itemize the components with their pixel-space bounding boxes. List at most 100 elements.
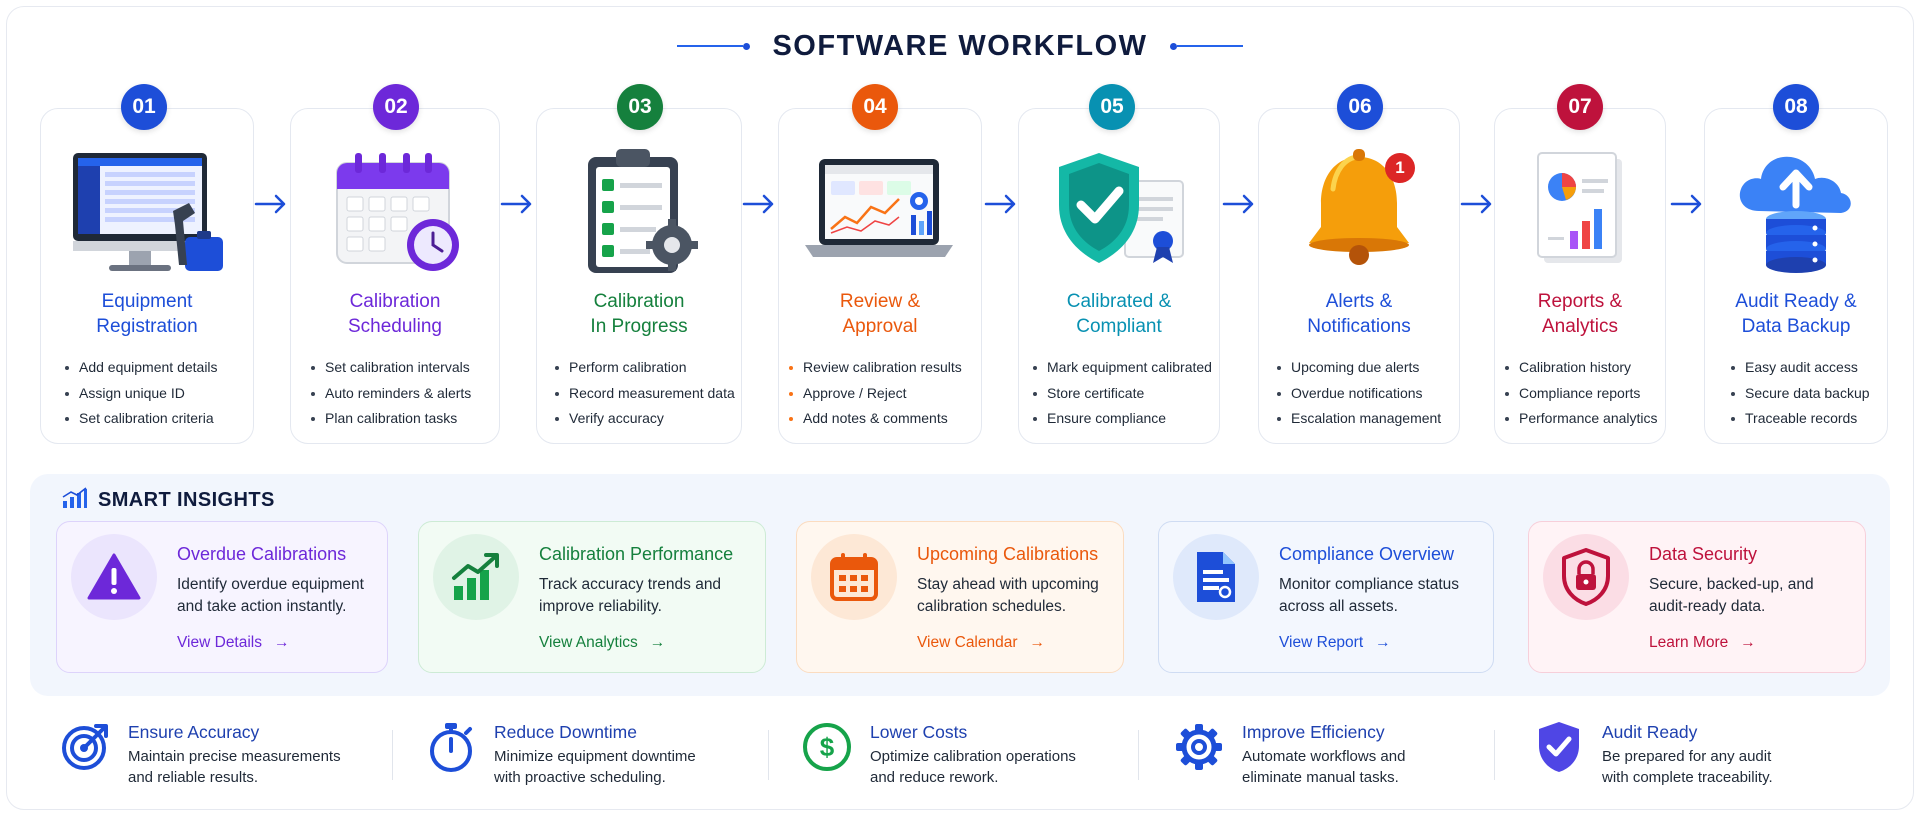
step-number-badge: 01 <box>121 84 167 130</box>
arrow-right-icon: → <box>1740 634 1756 651</box>
list-item: Assign unique ID <box>63 381 218 407</box>
document-icon <box>1173 534 1259 620</box>
step-title: Alerts &Notifications <box>1307 291 1411 337</box>
insight-card-upcoming[interactable]: Upcoming Calibrations Stay ahead with up… <box>796 521 1124 673</box>
list-item: Overdue notifications <box>1275 381 1441 407</box>
benefit-lower-costs: $ Lower Costs Optimize calibration opera… <box>800 720 1120 790</box>
bell-icon <box>1259 141 1459 281</box>
learn-more-link[interactable]: Learn More→ <box>1649 634 1756 651</box>
arrow-right-icon <box>1460 192 1494 216</box>
arrow-right-icon <box>1222 192 1256 216</box>
list-item: Plan calibration tasks <box>309 406 471 432</box>
step-card-8[interactable]: Audit Ready &Data Backup Easy audit acce… <box>1704 108 1888 444</box>
card-title: Upcoming Calibrations <box>917 544 1099 564</box>
view-details-link[interactable]: View Details→ <box>177 634 290 651</box>
step-number-badge: 05 <box>1089 84 1135 130</box>
insight-card-compliance[interactable]: Compliance Overview Monitor compliance s… <box>1158 521 1494 673</box>
list-item: Perform calibration <box>553 355 735 381</box>
computer-scanner-icon <box>41 141 253 281</box>
list-item: Mark equipment calibrated <box>1031 355 1212 381</box>
clipboard-checklist-icon <box>537 141 741 281</box>
list-item: Set calibration intervals <box>309 355 471 381</box>
step-details: Easy audit access Secure data backup Tra… <box>1729 355 1870 432</box>
title-decoration-right <box>1169 42 1243 50</box>
step-title: Calibrated &Compliant <box>1066 291 1172 337</box>
calendar-icon <box>811 534 897 620</box>
list-item: Verify accuracy <box>553 406 735 432</box>
list-item: Add equipment details <box>63 355 218 381</box>
page-frame <box>6 6 1914 810</box>
divider <box>1138 730 1139 780</box>
cloud-database-icon <box>1705 141 1887 281</box>
benefit-improve-efficiency: Improve Efficiency Automate workflows an… <box>1172 720 1492 790</box>
view-report-link[interactable]: View Report→ <box>1279 634 1391 651</box>
benefit-title: Reduce Downtime <box>494 722 637 742</box>
divider <box>392 730 393 780</box>
smart-insights-header: SMART INSIGHTS <box>62 486 275 514</box>
list-item: Traceable records <box>1729 406 1870 432</box>
step-title: Audit Ready &Data Backup <box>1735 291 1857 337</box>
svg-text:$: $ <box>820 732 835 762</box>
view-calendar-link[interactable]: View Calendar→ <box>917 634 1046 651</box>
step-card-6[interactable]: 1 Alerts &Notifications Upcoming due ale… <box>1258 108 1460 444</box>
divider <box>1494 730 1495 780</box>
list-item: Record measurement data <box>553 381 735 407</box>
step-details: Calibration history Compliance reports P… <box>1503 355 1658 432</box>
step-number-badge: 03 <box>617 84 663 130</box>
target-icon <box>58 720 112 774</box>
list-item: Auto reminders & alerts <box>309 381 471 407</box>
benefit-title: Ensure Accuracy <box>128 722 260 742</box>
list-item: Calibration history <box>1503 355 1658 381</box>
step-card-4[interactable]: Review &Approval Review calibration resu… <box>778 108 982 444</box>
bar-chart-icon <box>62 486 88 514</box>
arrow-right-icon: → <box>274 634 290 651</box>
list-item: Store certificate <box>1031 381 1212 407</box>
shield-certificate-icon <box>1019 141 1219 281</box>
arrow-right-icon <box>500 192 534 216</box>
list-item: Add notes & comments <box>787 406 962 432</box>
step-number-badge: 04 <box>852 84 898 130</box>
arrow-right-icon: → <box>1375 634 1391 651</box>
title-decoration-left <box>677 42 751 50</box>
workflow-header: SOFTWARE WORKFLOW <box>0 26 1920 66</box>
step-card-5[interactable]: Calibrated &Compliant Mark equipment cal… <box>1018 108 1220 444</box>
step-number-badge: 06 <box>1337 84 1383 130</box>
list-item: Set calibration criteria <box>63 406 218 432</box>
insight-card-overdue[interactable]: Overdue Calibrations Identify overdue eq… <box>56 521 388 673</box>
list-item: Secure data backup <box>1729 381 1870 407</box>
warning-icon <box>71 534 157 620</box>
step-title: Review &Approval <box>839 291 921 337</box>
card-title: Compliance Overview <box>1279 544 1455 564</box>
arrow-right-icon: → <box>1029 634 1046 651</box>
benefit-title: Improve Efficiency <box>1242 722 1385 742</box>
arrow-right-icon <box>254 192 288 216</box>
step-card-7[interactable]: Reports &Analytics Calibration history C… <box>1494 108 1666 444</box>
card-title: Overdue Calibrations <box>177 544 347 564</box>
gear-icon <box>1172 720 1226 774</box>
smart-insights-title: SMART INSIGHTS <box>98 488 275 511</box>
step-number-badge: 02 <box>373 84 419 130</box>
benefit-ensure-accuracy: Ensure Accuracy Maintain precise measure… <box>58 720 378 790</box>
calendar-clock-icon <box>291 141 499 281</box>
step-details: Perform calibration Record measurement d… <box>553 355 735 432</box>
insight-card-performance[interactable]: Calibration Performance Track accuracy t… <box>418 521 766 673</box>
view-analytics-link[interactable]: View Analytics→ <box>539 634 666 651</box>
shield-check-icon <box>1532 720 1586 774</box>
arrow-right-icon <box>984 192 1018 216</box>
notification-count-badge: 1 <box>1385 153 1415 183</box>
arrow-right-icon <box>1670 192 1704 216</box>
list-item: Ensure compliance <box>1031 406 1212 432</box>
card-title: Calibration Performance <box>539 544 734 564</box>
arrow-right-icon <box>742 192 776 216</box>
step-title: Reports &Analytics <box>1537 291 1623 337</box>
